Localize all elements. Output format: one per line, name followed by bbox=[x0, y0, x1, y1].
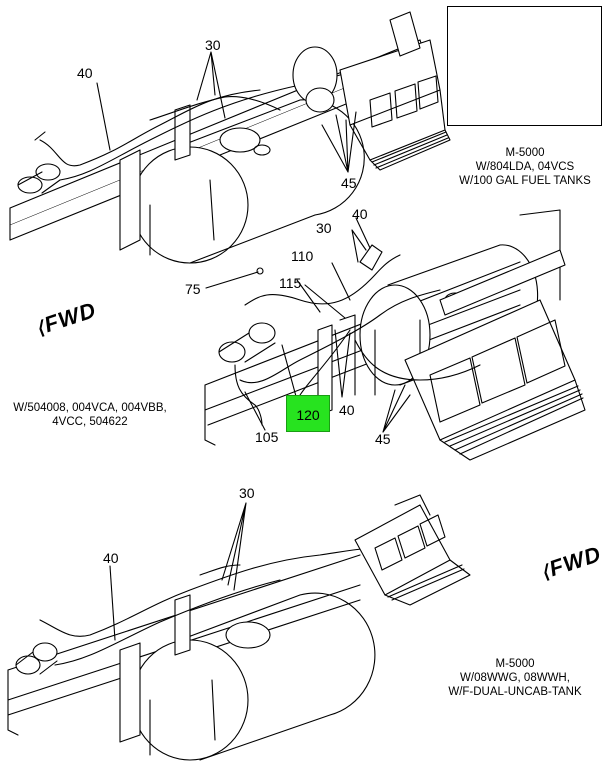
callout-110[interactable]: 110 bbox=[291, 248, 314, 264]
caption-line: W/804LDA, 04VCS bbox=[475, 161, 575, 173]
callout-115[interactable]: 115 bbox=[279, 275, 302, 291]
caption-bot-right: M-5000 W/08WWG, 08WWH, W/F-DUAL-UNCAB-TA… bbox=[430, 657, 600, 699]
middle-assembly bbox=[204, 209, 586, 461]
caption-line: W/100 GAL FUEL TANKS bbox=[459, 175, 591, 187]
bottom-assembly bbox=[7, 494, 471, 761]
callout-30[interactable]: 30 bbox=[316, 220, 332, 236]
callout-105[interactable]: 105 bbox=[255, 429, 279, 445]
caption-line: W/08WWG, 08WWH, bbox=[460, 672, 570, 684]
highlighted-callout[interactable]: 120 bbox=[286, 395, 330, 432]
callout-30[interactable]: 30 bbox=[239, 485, 255, 501]
caption-line: W/F-DUAL-UNCAB-TANK bbox=[448, 686, 582, 698]
caption-line: M-5000 bbox=[505, 147, 545, 159]
callout-40[interactable]: 40 bbox=[352, 206, 368, 222]
callout-40[interactable]: 40 bbox=[103, 550, 119, 566]
caption-mid-left: W/504008, 004VCA, 004VBB, 4VCC, 504622 bbox=[5, 401, 175, 429]
callout-120: 120 bbox=[296, 407, 320, 423]
caption-line: 4VCC, 504622 bbox=[52, 416, 128, 428]
callout-45[interactable]: 45 bbox=[341, 175, 357, 191]
callout-40[interactable]: 40 bbox=[77, 65, 93, 81]
callout-75[interactable]: 75 bbox=[185, 281, 201, 297]
inset-detail-frame bbox=[447, 6, 602, 126]
caption-line: W/504008, 004VCA, 004VBB, bbox=[13, 402, 167, 414]
caption-top-right: M-5000 W/804LDA, 04VCS W/100 GAL FUEL TA… bbox=[440, 146, 610, 188]
callout-40[interactable]: 40 bbox=[339, 402, 355, 418]
caption-line: M-5000 bbox=[495, 658, 535, 670]
top-assembly bbox=[9, 11, 451, 264]
callout-45[interactable]: 45 bbox=[375, 431, 391, 447]
callout-30[interactable]: 30 bbox=[205, 37, 221, 53]
